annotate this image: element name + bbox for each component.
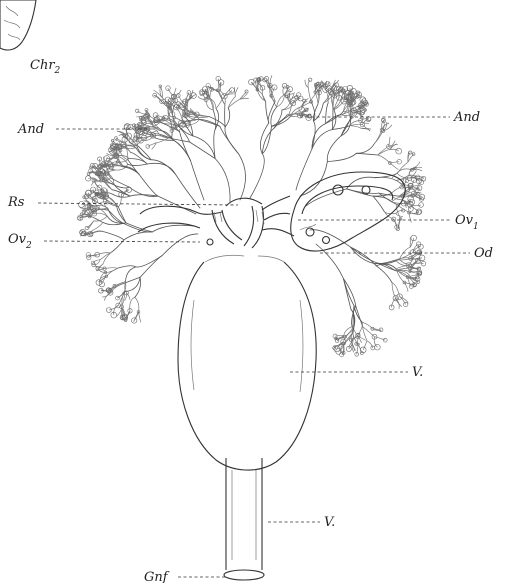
vesicle <box>178 255 316 470</box>
label-ov2: Ov2 <box>8 232 32 251</box>
figure-labels: Chr2 And And Rs Ov2 Ov1 Od V. V. Gnf <box>7 58 493 583</box>
label-and-right: And <box>453 110 480 125</box>
label-and-left: And <box>17 122 44 137</box>
label-v-upper: V. <box>412 365 423 380</box>
central-ducts <box>138 196 294 248</box>
label-gnf: Gnf <box>144 570 170 583</box>
label-od: Od <box>474 246 493 261</box>
ovary-body <box>291 172 406 251</box>
gland-tufts <box>78 75 426 357</box>
label-ov1: Ov1 <box>455 213 479 232</box>
stalk <box>224 458 264 580</box>
chr-organ-fragment <box>0 0 36 50</box>
label-chr: Chr2 <box>30 58 61 76</box>
label-v-lower: V. <box>324 515 335 530</box>
label-rs: Rs <box>7 195 25 210</box>
